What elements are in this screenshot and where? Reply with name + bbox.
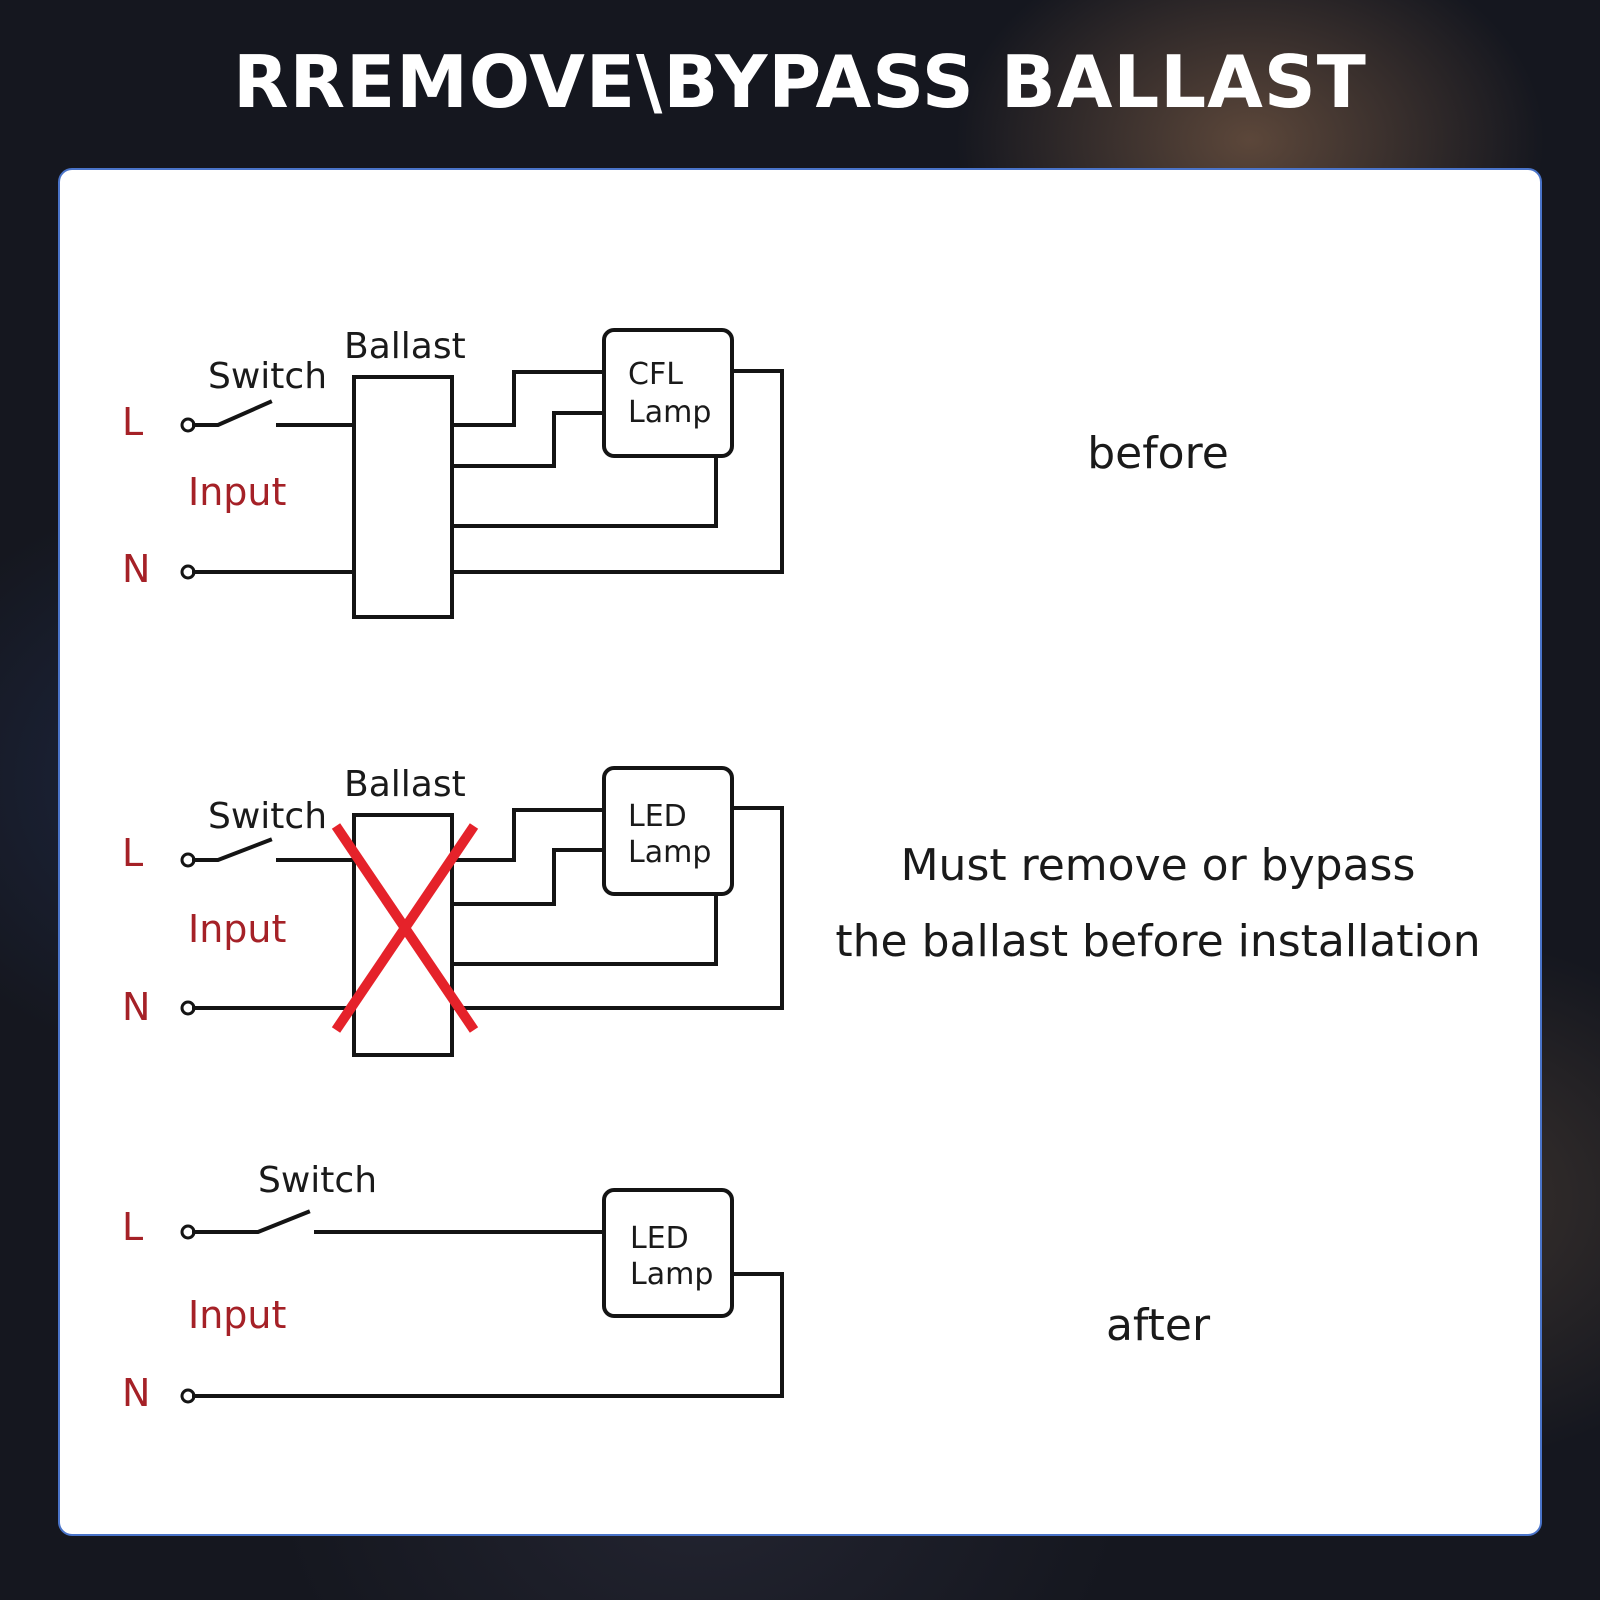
switch-label: Switch	[208, 796, 327, 837]
neutral-terminal-label: N	[122, 1371, 150, 1415]
switch-contact	[192, 399, 273, 427]
wiring-diagrams: L Input N Switch Ballast CFL Lamp before…	[122, 326, 1481, 1415]
led-lamp-box	[602, 1188, 734, 1318]
wire-ballast-lamp-1	[450, 808, 606, 862]
bypass-note-line-1: Must remove or bypass	[901, 840, 1416, 891]
ballast-label: Ballast	[344, 764, 466, 805]
lamp-label-lamp: Lamp	[628, 395, 711, 430]
switch-label: Switch	[258, 1160, 377, 1201]
wire-ballast-lamp-3	[450, 454, 718, 528]
cfl-lamp-box	[602, 328, 734, 458]
wire-ballast-lamp-2	[450, 411, 606, 468]
ballast-label: Ballast	[344, 326, 466, 367]
switch-contact	[192, 837, 273, 862]
line-terminal-label: L	[122, 831, 143, 875]
bypass-note-line-2: the ballast before installation	[835, 916, 1480, 967]
wire-ballast-lamp-3	[450, 891, 718, 966]
input-label: Input	[188, 907, 286, 951]
neutral-terminal-label: N	[122, 547, 150, 591]
switch-contact	[192, 1209, 311, 1234]
line-terminal-label: L	[122, 1205, 143, 1249]
before-note: before	[1087, 428, 1229, 479]
wire-ballast-lamp-2	[450, 848, 606, 906]
diagram-before: L Input N Switch Ballast CFL Lamp before	[122, 326, 1229, 619]
switch-label: Switch	[208, 356, 327, 397]
cross-out-mark	[331, 823, 479, 1033]
input-label: Input	[188, 1293, 286, 1337]
lamp-label-type: LED	[628, 799, 687, 834]
ballast-box	[352, 375, 454, 619]
line-terminal-label: L	[122, 400, 143, 444]
wire-ballast-lamp-1	[450, 370, 606, 427]
lamp-label-lamp: Lamp	[630, 1257, 713, 1292]
after-note: after	[1106, 1300, 1211, 1351]
page-title: RREMOVE\BYPASS BALLAST	[233, 40, 1367, 124]
lamp-label-lamp: Lamp	[628, 835, 711, 870]
wire-ballast-lamp-4	[450, 806, 784, 1010]
input-label: Input	[188, 470, 286, 514]
lamp-label-type: CFL	[628, 357, 683, 392]
led-lamp-box	[602, 766, 734, 896]
wire-ballast-lamp-4	[450, 369, 784, 574]
diagram-after: L Input N Switch LED Lamp after	[122, 1160, 1211, 1415]
lamp-label-type: LED	[630, 1221, 689, 1256]
diagram-panel: L Input N Switch Ballast CFL Lamp before…	[58, 168, 1542, 1536]
wire-neutral-lamp	[192, 1272, 784, 1398]
neutral-terminal-label: N	[122, 985, 150, 1029]
diagram-bypass: L Input N Switch Ballast LED Lamp Must r…	[122, 764, 1481, 1057]
